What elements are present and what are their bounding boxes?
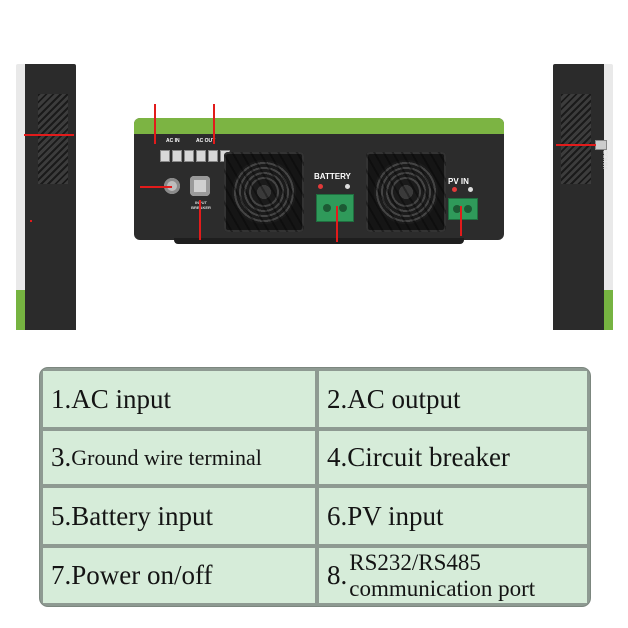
battery-label: BATTERY	[314, 172, 351, 181]
marker-line-2	[213, 104, 215, 144]
pv-led-red	[452, 187, 457, 192]
legend-num: 5.	[51, 500, 72, 531]
terminal	[160, 150, 170, 162]
front-base	[174, 238, 464, 244]
legend-text: AC output	[347, 383, 461, 414]
legend-cell-1: 1.AC input	[43, 371, 315, 427]
legend-text: Battery input	[71, 500, 213, 531]
left-vent	[38, 94, 68, 184]
legend-num: 8.	[327, 560, 348, 590]
ac-in-label: AC IN	[166, 138, 180, 144]
marker-line-8	[556, 144, 596, 146]
legend-text-multiline: RS232/RS485 communication port	[349, 550, 535, 602]
terminal	[196, 150, 206, 162]
circuit-breaker	[190, 176, 210, 196]
legend-text: AC input	[71, 383, 172, 414]
marker-dot	[30, 220, 32, 222]
right-green-base	[553, 290, 613, 330]
legend-num: 7.	[51, 560, 72, 590]
pv-connector	[448, 198, 478, 220]
marker-line-1	[154, 104, 156, 144]
marker-line-4	[199, 200, 201, 240]
marker-line-3	[140, 186, 172, 188]
battery-led-white	[345, 184, 350, 189]
legend-text-line2: communication port	[349, 575, 536, 601]
legend-cell-3: 3.Ground wire terminal	[43, 431, 315, 484]
battery-led-red	[318, 184, 323, 189]
terminal	[208, 150, 218, 162]
pv-in-label: PV IN	[448, 177, 469, 186]
terminal	[184, 150, 194, 162]
ac-terminals	[160, 150, 230, 162]
breaker-label: INPUT BREAKER	[191, 200, 211, 210]
legend-text: Power on/off	[71, 560, 213, 590]
legend-table: 1.AC input 2.AC output 3.Ground wire ter…	[40, 368, 590, 606]
inverter-front-panel: AC IN AC OUT INPUT BREAKER BATTERY PV IN	[134, 118, 504, 244]
legend-num: 2.	[327, 383, 348, 414]
legend-text-line1: RS232/RS485	[349, 549, 481, 575]
comm-port	[595, 140, 607, 150]
cooling-fan-right	[366, 152, 446, 232]
right-vent	[561, 94, 591, 184]
terminal	[172, 150, 182, 162]
legend-cell-5: 5.Battery input	[43, 488, 315, 544]
marker-line-6	[460, 206, 462, 236]
marker-line-7	[24, 134, 74, 136]
legend-num: 4.	[327, 442, 348, 472]
battery-connector	[316, 194, 354, 222]
legend-cell-2: 2.AC output	[319, 371, 587, 427]
marker-line-5	[336, 206, 338, 242]
legend-cell-4: 4.Circuit breaker	[319, 431, 587, 484]
pv-led-white	[468, 187, 473, 192]
inverter-left-side	[16, 64, 76, 330]
left-green-base	[16, 290, 76, 330]
legend-text: PV input	[347, 500, 444, 531]
legend-num: 6.	[327, 500, 348, 531]
legend-text: Circuit breaker	[347, 442, 510, 472]
legend-num: 1.	[51, 383, 72, 414]
legend-text: Ground wire terminal	[71, 444, 262, 470]
legend-cell-6: 6.PV input	[319, 488, 587, 544]
ac-terminal-block: AC IN AC OUT	[160, 138, 230, 168]
ac-out-label: AC OUT	[196, 138, 216, 144]
ground-terminal	[164, 178, 180, 194]
inverter-right-side: COMM	[553, 64, 613, 330]
legend-num: 3.	[51, 442, 72, 472]
comm-label: COMM	[601, 150, 607, 169]
legend-cell-8: 8. RS232/RS485 communication port	[319, 548, 587, 603]
cooling-fan-left	[224, 152, 304, 232]
front-green-band	[134, 118, 504, 134]
legend-cell-7: 7.Power on/off	[43, 548, 315, 603]
